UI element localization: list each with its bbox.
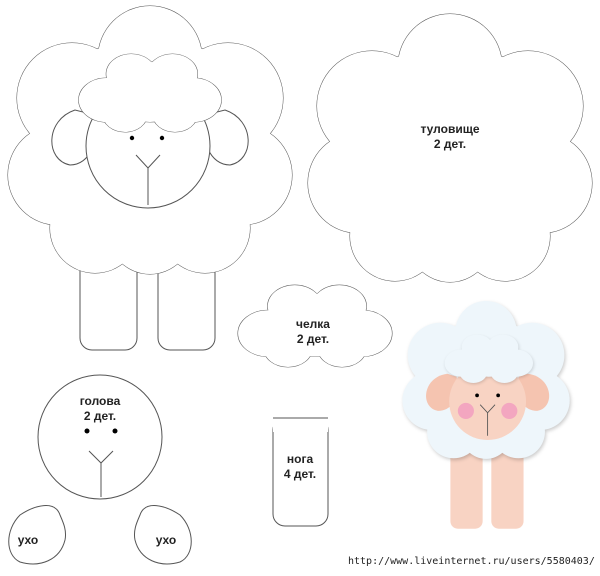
head-piece-label: голова 2 дет. [50, 394, 150, 424]
ear-left-piece [8, 505, 66, 565]
head-name: голова [79, 394, 121, 408]
bangs-count: 2 дет. [296, 332, 330, 346]
head-count: 2 дет. [83, 409, 117, 423]
bangs-name: челка [296, 317, 330, 331]
body-piece-label: туловище 2 дет. [400, 122, 500, 152]
body-name: туловище [420, 122, 480, 136]
ear-right-label: ухо [155, 533, 177, 547]
head-piece [37, 374, 163, 500]
ear-right-piece [134, 505, 192, 565]
leg-piece-label: нога 4 дет. [260, 452, 340, 482]
finished-sheep [402, 300, 570, 529]
leg-name: нога [286, 452, 314, 466]
body-outline [7, 5, 293, 351]
body-count: 2 дет. [433, 137, 467, 151]
source-url: http://www.liveinternet.ru/users/5580403… [348, 556, 595, 567]
ear-left-label: ухо [17, 533, 39, 547]
leg-count: 4 дет. [283, 467, 317, 481]
bangs-piece-label: челка 2 дет. [263, 317, 363, 347]
